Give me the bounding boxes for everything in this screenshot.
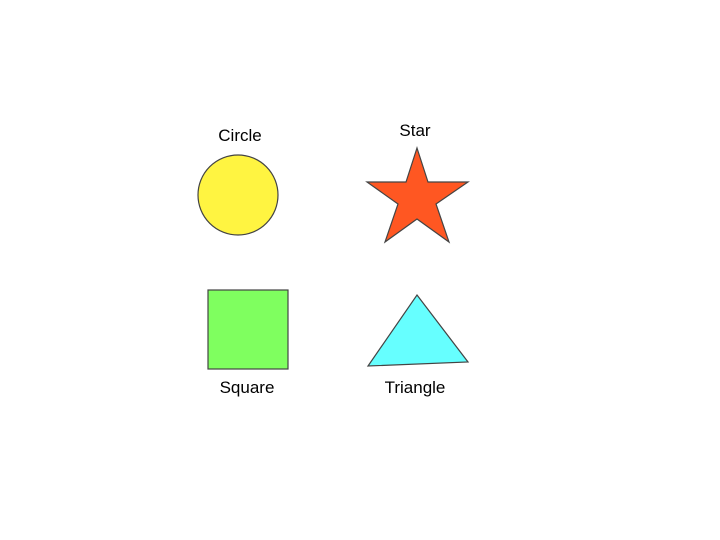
orange-star [365,146,470,244]
triangle-label: Triangle [385,378,446,397]
square-label: Square [220,378,275,397]
star-label: Star [399,121,431,140]
yellow-circle [197,154,279,236]
green-square [207,289,289,370]
circle-label: Circle [218,126,261,145]
cyan-triangle [366,293,470,367]
